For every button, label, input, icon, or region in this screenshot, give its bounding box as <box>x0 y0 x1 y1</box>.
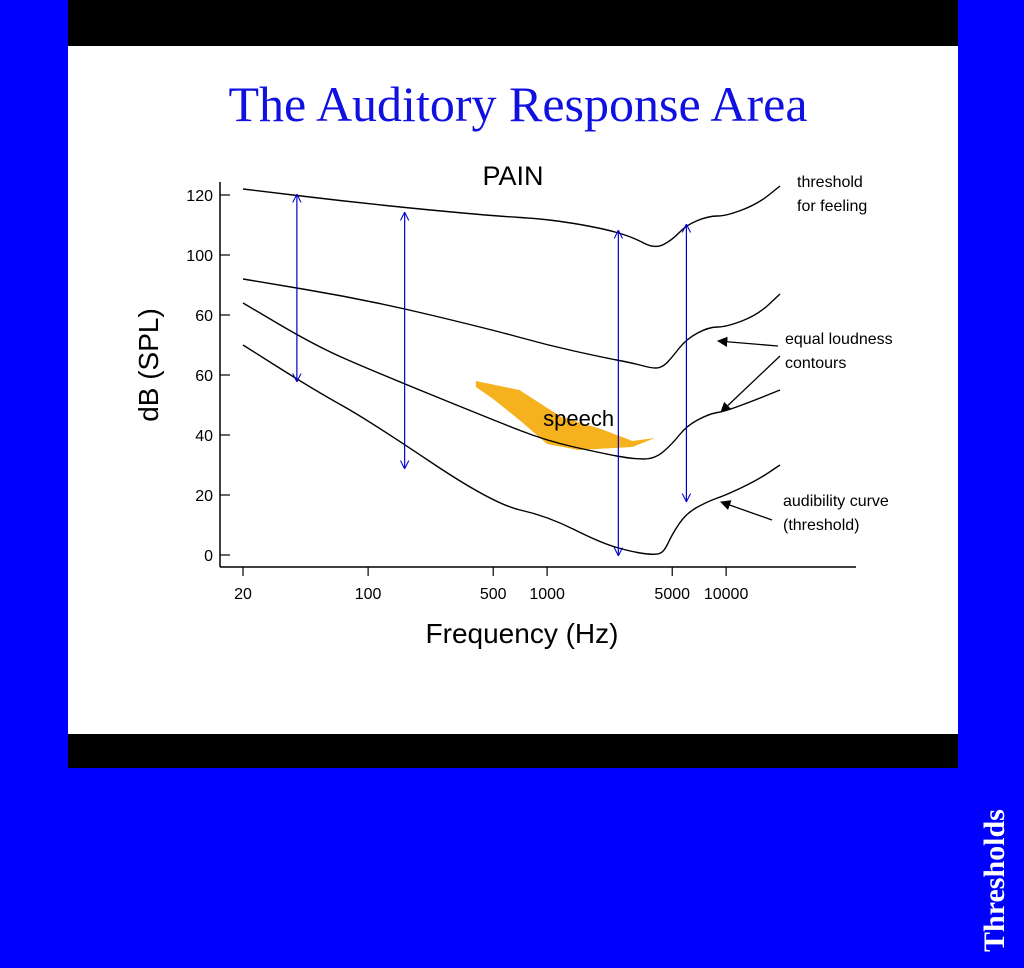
bottom-band <box>68 734 958 768</box>
label-layer: PAIN Frequency (Hz) dB (SPL) threshold for f… <box>133 161 893 649</box>
y-tick-label: 60 <box>195 308 213 325</box>
x-tick-label: 1000 <box>529 586 565 603</box>
y-tick-label: 0 <box>204 548 213 565</box>
annotation-3-line-2: (threshold) <box>783 517 859 534</box>
arrow-layer <box>297 195 687 555</box>
y-tick-label: 120 <box>186 188 213 205</box>
speech-region <box>475 381 655 450</box>
top-band <box>68 0 958 46</box>
auditory-chart: speech 0 20 40 60 60 100 120 20 100 500 1000 5000 10… <box>133 161 893 649</box>
curve-3 <box>242 302 781 460</box>
x-tick-label: 100 <box>355 586 382 603</box>
x-axis-label: Frequency (Hz) <box>426 618 619 649</box>
x-tick-label: 10000 <box>704 586 749 603</box>
y-tick-label: 60 <box>195 368 213 385</box>
side-label-wrapper: Thresholds <box>978 768 1018 968</box>
annotation-3-line-1: audibility curve <box>783 493 889 510</box>
pointer-loudness-2 <box>720 355 781 413</box>
x-tick-label: 5000 <box>654 586 690 603</box>
y-tick-label: 40 <box>195 428 213 445</box>
curve-1 <box>242 185 781 248</box>
curve-2 <box>242 278 781 369</box>
annotation-2-line-2: contours <box>785 355 846 372</box>
x-tick-label: 500 <box>480 586 507 603</box>
y-tick-label: 100 <box>186 248 213 265</box>
pointer-audibility <box>720 500 773 521</box>
y-tick-label: 20 <box>195 488 213 505</box>
annotation-2-line-1: equal loudness <box>785 331 893 348</box>
pointer-loudness-1 <box>716 336 779 347</box>
x-tick-label: 20 <box>234 586 252 603</box>
y-axis-label: dB (SPL) <box>133 308 164 422</box>
axis-layer: 0 20 40 60 60 100 120 20 100 500 1000 5000 10000 <box>186 182 856 603</box>
chart-title: PAIN <box>482 161 543 191</box>
curve-4 <box>242 344 781 555</box>
annotation-1-line-2: for feeling <box>797 198 867 215</box>
curve-layer <box>242 185 781 555</box>
side-label: Thresholds <box>978 809 1011 952</box>
slide-title: The Auditory Response Area <box>228 76 808 132</box>
annotation-1-line-1: threshold <box>797 174 863 191</box>
speech-label: speech <box>543 406 614 431</box>
speech-layer: speech <box>475 381 655 450</box>
